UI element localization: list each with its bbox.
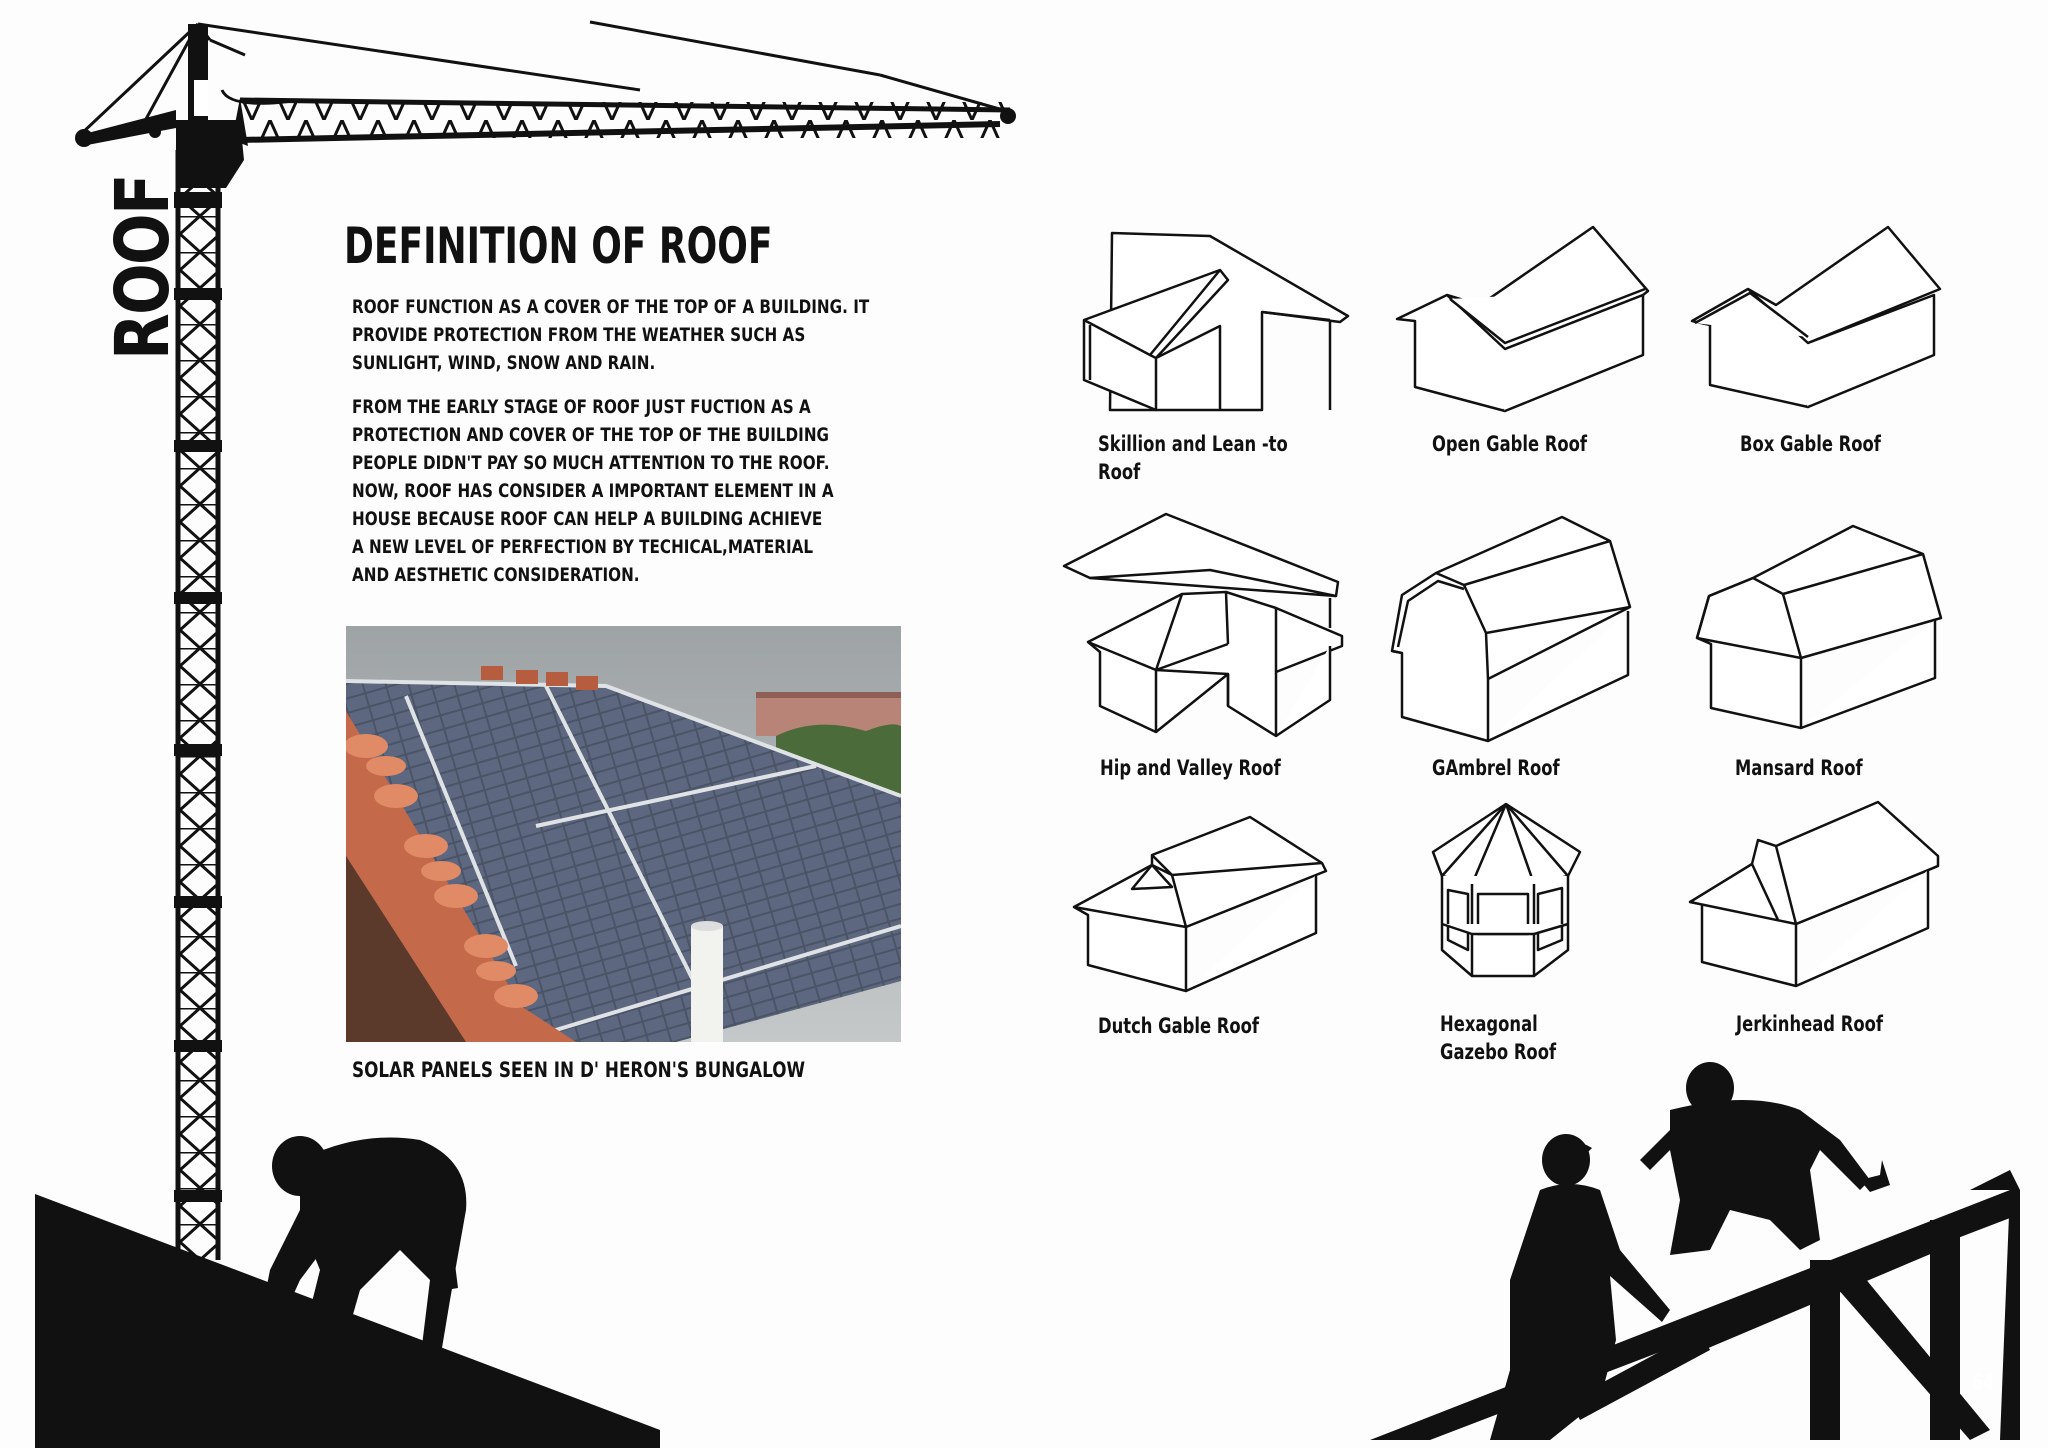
roof-label-dutch-gable: Dutch Gable Roof bbox=[1098, 1014, 1260, 1038]
skillion-roof-icon bbox=[1082, 231, 1350, 412]
paragraph-line: PROTECTION AND COVER OF THE TOP OF THE B… bbox=[352, 424, 830, 446]
roof-label-mansard: Mansard Roof bbox=[1735, 756, 1863, 780]
roof-label-hip-valley: Hip and Valley Roof bbox=[1100, 756, 1281, 780]
roof-label-hexagonal-gazebo: Hexagonal Gazebo Roof bbox=[1440, 1012, 1557, 1064]
open-gable-roof-icon bbox=[1395, 225, 1650, 413]
gambrel-roof-icon bbox=[1390, 515, 1632, 743]
hip-valley-roof-icon bbox=[1062, 512, 1344, 738]
paragraph-line: HOUSE BECAUSE ROOF CAN HELP A BUILDING A… bbox=[352, 508, 823, 530]
paragraph-line: NOW, ROOF HAS CONSIDER A IMPORTANT ELEME… bbox=[352, 480, 834, 502]
page-number: 64 bbox=[1972, 1370, 1995, 1394]
roofer-left-silhouette bbox=[35, 1136, 660, 1448]
paragraph-line: A NEW LEVEL OF PERFECTION BY TECHICAL,MA… bbox=[352, 536, 814, 558]
roof-label-gambrel: GAmbrel Roof bbox=[1432, 756, 1560, 780]
side-title: ROOF bbox=[100, 175, 186, 360]
roof-label-open-gable: Open Gable Roof bbox=[1432, 432, 1588, 456]
paragraph-line: ROOF FUNCTION AS A COVER OF THE TOP OF A… bbox=[352, 296, 870, 318]
history-paragraph: FROM THE EARLY STAGE OF ROOF JUST FUCTIO… bbox=[352, 393, 912, 589]
roof-label-box-gable: Box Gable Roof bbox=[1740, 432, 1881, 456]
mansard-roof-icon bbox=[1695, 524, 1943, 730]
tower-crane-silhouette bbox=[75, 20, 1016, 1260]
roof-label-skillion: Skillion and Lean -to Roof bbox=[1098, 432, 1288, 484]
dutch-gable-roof-icon bbox=[1072, 815, 1328, 993]
hexagonal-gazebo-roof-icon bbox=[1431, 802, 1582, 978]
paragraph-line: FROM THE EARLY STAGE OF ROOF JUST FUCTIO… bbox=[352, 396, 811, 418]
photo-caption: SOLAR PANELS SEEN IN D' HERON'S BUNGALOW bbox=[352, 1058, 806, 1082]
paragraph-line: SUNLIGHT, WIND, SNOW AND RAIN. bbox=[352, 352, 656, 374]
paragraph-line: AND AESTHETIC CONSIDERATION. bbox=[352, 564, 640, 586]
roof-label-jerkinhead: Jerkinhead Roof bbox=[1736, 1012, 1883, 1036]
definition-paragraph: ROOF FUNCTION AS A COVER OF THE TOP OF A… bbox=[352, 293, 912, 377]
jerkinhead-roof-icon bbox=[1688, 800, 1940, 988]
solar-panel-photo bbox=[346, 626, 901, 1042]
page-heading: DEFINITION OF ROOF bbox=[344, 217, 773, 275]
box-gable-roof-icon bbox=[1690, 225, 1942, 409]
paragraph-line: PEOPLE DIDN'T PAY SO MUCH ATTENTION TO T… bbox=[352, 452, 830, 474]
paragraph-line: PROVIDE PROTECTION FROM THE WEATHER SUCH… bbox=[352, 324, 806, 346]
roofers-right-silhouette bbox=[1370, 1062, 2020, 1440]
